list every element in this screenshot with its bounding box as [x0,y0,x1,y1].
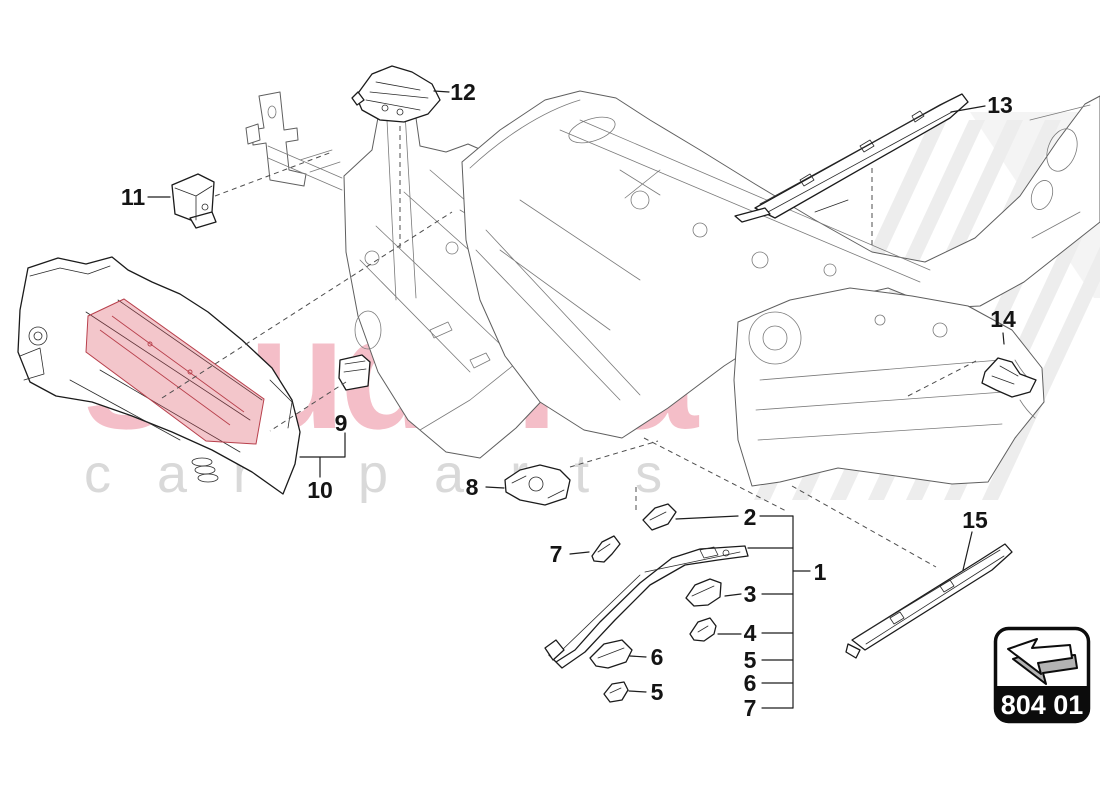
part-callout-15[interactable]: 15 [962,507,988,533]
back-arrow-icon [1007,638,1078,685]
part-callout-12[interactable]: 12 [450,79,476,105]
part-callout-5[interactable]: 5 [744,647,757,673]
part-7-left-drawing[interactable] [591,535,621,563]
part-6-left-drawing[interactable] [589,639,633,669]
assembly-dashed-lines [161,126,977,568]
part-callout-1[interactable]: 1 [814,559,827,585]
floor-pan-drawing [461,90,1100,439]
part-callout-7[interactable]: 7 [744,695,757,721]
part-callout-11[interactable]: 11 [121,184,146,210]
badge-code-band [995,686,1089,722]
part-4-drawing[interactable] [689,617,717,642]
part-13-drawing[interactable] [734,93,969,223]
part-14-drawing[interactable] [981,357,1037,398]
part-callout-7b[interactable]: 7 [550,541,563,567]
callout-labels: 1 2 3 4 5 6 7 5 6 7 8 9 10 11 12 13 14 1… [121,79,1016,721]
badge-code-text: 804 01 [1001,690,1084,720]
part-1-drawing[interactable] [544,545,749,669]
part-15-drawing[interactable] [845,543,1013,659]
part-10-drawing[interactable] [17,256,301,495]
highlighted-part-overlay [85,298,265,445]
part-3-drawing[interactable] [685,578,722,607]
part-callout-4[interactable]: 4 [744,620,757,646]
part-callout-8[interactable]: 8 [466,474,479,500]
part-5-left-drawing[interactable] [603,681,629,703]
part-8-drawing[interactable] [504,464,571,506]
rear-floor-drawing [733,287,1045,487]
watermark-subtitle-text: car parts [84,444,708,504]
part-callout-6b[interactable]: 6 [651,644,664,670]
part-callout-6[interactable]: 6 [744,670,757,696]
part-callout-2[interactable]: 2 [744,504,757,530]
front-frame-drawing [245,91,343,191]
page-code-badge: 804 01 [993,626,1091,724]
part-12-drawing[interactable] [351,65,441,123]
part-11-drawing[interactable] [171,173,217,229]
part-9-drawing[interactable] [338,354,371,391]
part-callout-10[interactable]: 10 [307,477,333,503]
part-2-drawing[interactable] [642,503,677,531]
part-callout-3[interactable]: 3 [744,581,757,607]
leader-lines [147,90,1005,709]
part-callout-14[interactable]: 14 [990,306,1016,332]
part-callout-5b[interactable]: 5 [651,679,664,705]
part-callout-9[interactable]: 9 [335,410,348,436]
part-callout-13[interactable]: 13 [987,92,1013,118]
